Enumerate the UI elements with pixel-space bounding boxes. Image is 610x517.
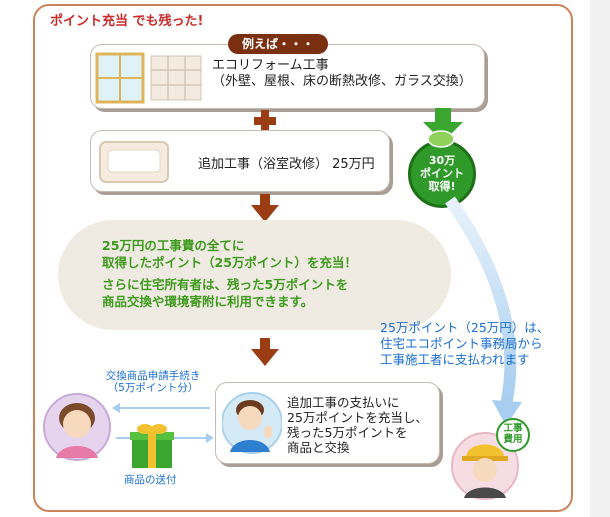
man-thumbs-up-avatar — [222, 392, 282, 454]
brown-down-arrow-icon-2 — [251, 338, 279, 366]
payment-line2: 住宅エコポイント事務局から — [380, 336, 543, 351]
side-gutter — [590, 0, 610, 517]
shipping-label: 商品の送付 — [124, 474, 177, 486]
payment-box-line4: 商品と交換 — [287, 440, 350, 455]
bathroom-text: 追加工事（浴室改修） 25万円 — [198, 157, 375, 172]
payment-line1: 25万ポイント（25万円）は、 — [380, 320, 550, 335]
gift-box-icon — [130, 424, 174, 468]
left-arrow-icon — [112, 403, 120, 413]
payment-note: 25万ポイント（25万円）は、 住宅エコポイント事務局から 工事施工者に支払われ… — [380, 320, 549, 368]
points-line3: 取得! — [428, 180, 456, 193]
allocation-text-main: 25万円の工事費の全てに 取得したポイント（25万ポイント）を充当！ — [102, 237, 357, 271]
allocation-line1: 25万円の工事費の全てに — [102, 238, 245, 253]
example-pill: 例えば・・・ — [228, 34, 329, 54]
payment-box-line2: 25万ポイントを充当し、 — [287, 410, 428, 425]
blue-curved-arrow-icon — [445, 196, 522, 426]
payment-line3: 工事施工者に支払われます — [380, 352, 530, 367]
points-line2: ポイント — [420, 167, 464, 180]
exchange-label: 交換商品申請手続き （5万ポイント分） — [98, 370, 208, 394]
allocation-line3: さらに住宅所有者は、残った5万ポイントを — [102, 277, 349, 292]
bathtub-illustration — [99, 141, 169, 183]
eco-reform-line2: （外壁、屋根、床の断熱改修、ガラス交換） — [212, 74, 472, 89]
window-roof-illustration — [95, 52, 202, 104]
allocation-line2: 取得したポイント（25万ポイント）を充当！ — [102, 255, 357, 270]
contractor-avatar — [451, 432, 519, 500]
payment-box-line1: 追加工事の支払いに — [287, 395, 400, 410]
allocation-oval — [58, 220, 451, 330]
contractor-badge-line1: 工事 — [503, 423, 523, 434]
payment-box-line3: 残った5万ポイントを — [287, 425, 408, 440]
contractor-badge-line2: 費用 — [503, 434, 523, 445]
payment-box-text: 追加工事の支払いに 25万ポイントを充当し、 残った5万ポイントを 商品と交換 — [287, 395, 428, 455]
points-line1: 30万 — [428, 154, 456, 167]
brown-down-arrow-icon — [251, 194, 279, 222]
allocation-line4: 商品交換や環境寄附に利用できます。 — [102, 294, 314, 309]
eco-reform-line1: エコリフォーム工事 — [212, 58, 329, 73]
eco-reform-text: エコリフォーム工事 （外壁、屋根、床の断熱改修、ガラス交換） — [212, 58, 472, 90]
points-circle — [408, 140, 476, 208]
exchange-line1: 交換商品申請手続き — [105, 370, 201, 382]
plus-icon — [254, 110, 276, 132]
diagram-title: ポイント充当 でも残った! — [50, 14, 204, 29]
homeowner-avatar — [43, 393, 111, 461]
right-arrow-icon — [206, 433, 214, 443]
leaf-icon — [427, 130, 455, 148]
allocation-text-remaining: さらに住宅所有者は、残った5万ポイントを 商品交換や環境寄附に利用できます。 — [102, 276, 348, 310]
points-circle-text: 30万 ポイント 取得! — [408, 154, 476, 193]
contractor-badge — [496, 418, 530, 452]
exchange-line2: （5万ポイント分） — [107, 382, 199, 394]
contractor-badge-text: 工事 費用 — [496, 423, 530, 445]
